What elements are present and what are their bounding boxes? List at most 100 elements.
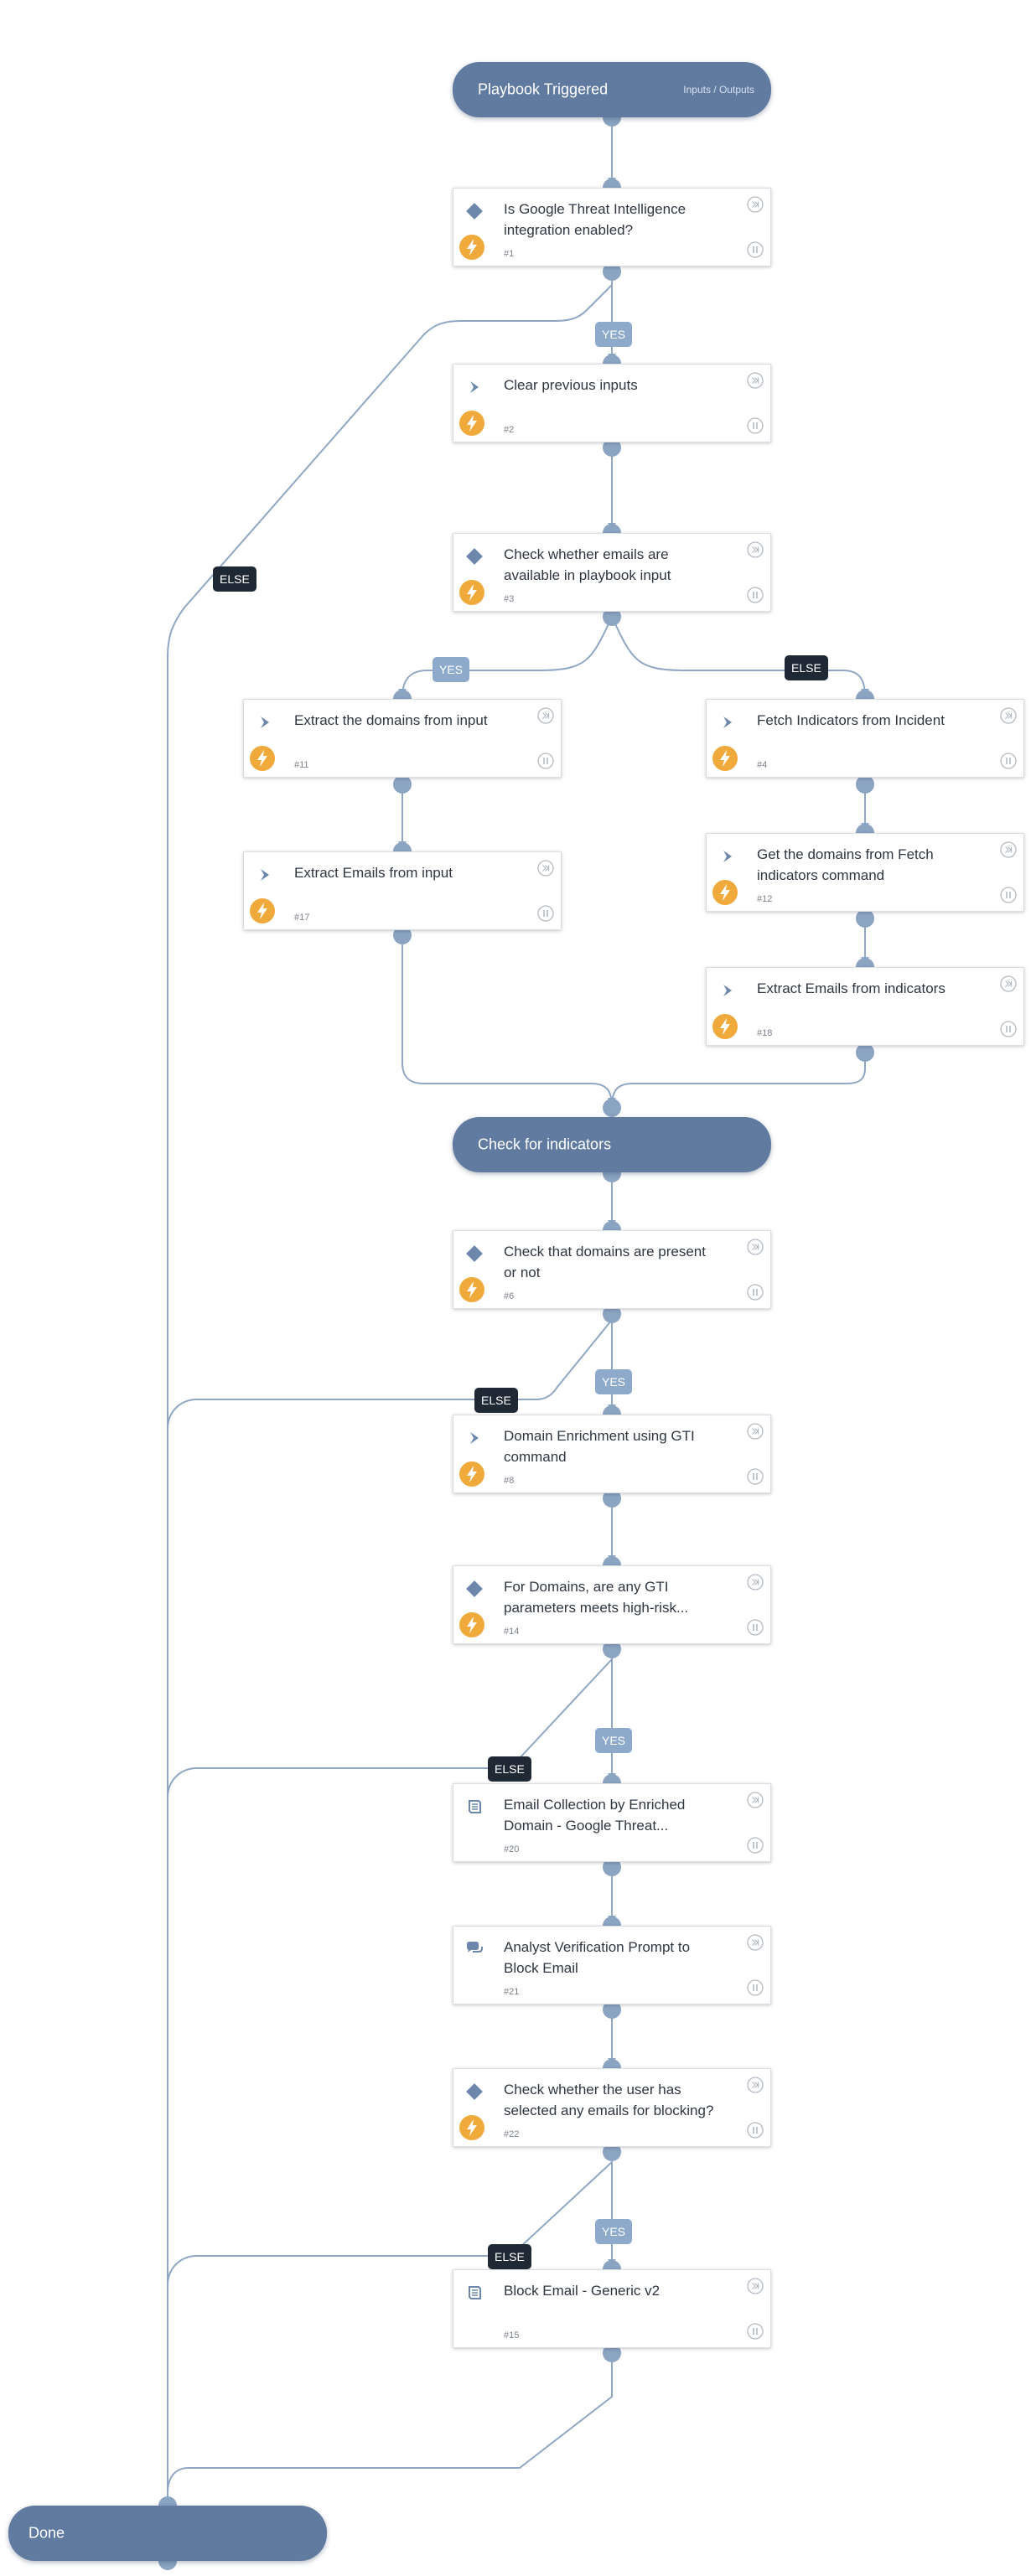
task-name: Extract the domains from input xyxy=(294,712,488,728)
else-label: ELSE xyxy=(488,1756,531,1782)
edge-t18-section xyxy=(611,1053,866,1107)
else-label: ELSE xyxy=(488,2244,531,2269)
yes-label: YES xyxy=(595,322,633,347)
task-name: Clear previous inputs xyxy=(504,377,638,393)
breakpoint-pause-icon[interactable] xyxy=(747,2122,764,2139)
task-name: Extract Emails from input xyxy=(294,865,453,881)
automation-bolt-icon xyxy=(712,1014,738,1039)
automation-bolt-icon xyxy=(459,1461,484,1487)
task-id: #20 xyxy=(504,1844,520,1854)
task-id: #3 xyxy=(504,594,515,604)
task-card-11[interactable]: Extract the domains from input #11 xyxy=(243,699,562,778)
task-id: #14 xyxy=(504,1627,520,1637)
breakpoint-pause-icon[interactable] xyxy=(537,905,554,922)
skip-task-icon[interactable] xyxy=(747,1792,764,1808)
book-icon xyxy=(464,2282,485,2304)
skip-task-icon[interactable] xyxy=(747,2278,764,2294)
task-card-22[interactable]: Check whether the user has selected any … xyxy=(453,2068,771,2147)
breakpoint-pause-icon[interactable] xyxy=(747,1837,764,1854)
task-id: #17 xyxy=(294,913,310,923)
edge-t17-section xyxy=(402,935,613,1107)
skip-task-icon[interactable] xyxy=(747,1423,764,1440)
breakpoint-pause-icon[interactable] xyxy=(747,1619,764,1636)
skip-task-icon[interactable] xyxy=(747,196,764,213)
task-name: Block Email - Generic v2 xyxy=(504,2283,661,2299)
edge-t1-done xyxy=(167,284,613,2506)
automation-bolt-icon xyxy=(459,235,484,260)
skip-task-icon[interactable] xyxy=(537,707,554,724)
task-id: #18 xyxy=(757,1028,773,1038)
task-id: #6 xyxy=(504,1291,515,1301)
connector-dot xyxy=(603,262,621,281)
connector-dot xyxy=(603,1640,621,1658)
skip-task-icon[interactable] xyxy=(1000,841,1017,858)
breakpoint-pause-icon[interactable] xyxy=(747,1284,764,1301)
edge-t6-done xyxy=(167,1319,613,1430)
task-card-1[interactable]: Is Google Threat Intelligence integratio… xyxy=(453,188,771,266)
breakpoint-pause-icon[interactable] xyxy=(747,1468,764,1485)
automation-bolt-icon xyxy=(459,2115,484,2140)
skip-task-icon[interactable] xyxy=(537,860,554,877)
else-label: ELSE xyxy=(474,1388,518,1413)
breakpoint-pause-icon[interactable] xyxy=(747,1979,764,1996)
connector-dot xyxy=(603,2000,621,2019)
connector-dot xyxy=(603,2344,621,2362)
skip-task-icon[interactable] xyxy=(747,541,764,558)
connector-dot xyxy=(603,1858,621,1876)
task-card-6[interactable]: Check that domains are present or not #6 xyxy=(453,1230,771,1309)
task-card-8[interactable]: Domain Enrichment using GTI command #8 xyxy=(453,1415,771,1493)
skip-task-icon[interactable] xyxy=(747,1239,764,1255)
breakpoint-pause-icon[interactable] xyxy=(1000,1021,1017,1037)
skip-task-icon[interactable] xyxy=(747,2077,764,2093)
diamond-icon xyxy=(464,2081,485,2103)
task-card-2[interactable]: Clear previous inputs #2 xyxy=(453,364,771,442)
connector-dot xyxy=(603,438,621,457)
breakpoint-pause-icon[interactable] xyxy=(537,753,554,769)
breakpoint-pause-icon[interactable] xyxy=(747,417,764,434)
task-id: #21 xyxy=(504,1987,520,1997)
task-card-17[interactable]: Extract Emails from input #17 xyxy=(243,851,562,930)
task-name: Domain Enrichment using GTI command xyxy=(504,1428,695,1465)
connector-dot xyxy=(393,926,412,944)
task-card-4[interactable]: Fetch Indicators from Incident #4 xyxy=(706,699,1024,778)
skip-task-icon[interactable] xyxy=(747,372,764,389)
breakpoint-pause-icon[interactable] xyxy=(1000,753,1017,769)
skip-task-icon[interactable] xyxy=(747,1574,764,1591)
section-title: Check for indicators xyxy=(478,1135,612,1153)
connector-dot xyxy=(856,1043,874,1062)
connector-dot xyxy=(856,909,874,928)
start-node[interactable]: Playbook Triggered Inputs / Outputs xyxy=(453,62,771,117)
inputs-outputs-link[interactable]: Inputs / Outputs xyxy=(683,84,754,96)
task-id: #2 xyxy=(504,425,515,435)
end-node[interactable]: Done xyxy=(8,2506,327,2561)
edge-t3-t11 xyxy=(402,616,613,698)
skip-task-icon[interactable] xyxy=(1000,975,1017,992)
section-header[interactable]: Check for indicators xyxy=(453,1117,771,1172)
task-name: Check whether emails are available in pl… xyxy=(504,546,671,583)
connector-dot xyxy=(603,2143,621,2161)
else-label: ELSE xyxy=(785,655,828,680)
task-name: Extract Emails from indicators xyxy=(757,980,946,996)
breakpoint-pause-icon[interactable] xyxy=(1000,887,1017,903)
end-node-title: Done xyxy=(28,2524,65,2542)
task-card-3[interactable]: Check whether emails are available in pl… xyxy=(453,533,771,612)
skip-task-icon[interactable] xyxy=(1000,707,1017,724)
task-card-20[interactable]: Email Collection by Enriched Domain - Go… xyxy=(453,1783,771,1862)
breakpoint-pause-icon[interactable] xyxy=(747,587,764,603)
task-card-18[interactable]: Extract Emails from indicators #18 xyxy=(706,967,1024,1046)
task-name: Get the domains from Fetch indicators co… xyxy=(757,846,934,883)
breakpoint-pause-icon[interactable] xyxy=(747,2323,764,2340)
chevron-icon xyxy=(254,864,276,886)
task-card-14[interactable]: For Domains, are any GTI parameters meet… xyxy=(453,1565,771,1644)
task-name: Email Collection by Enriched Domain - Go… xyxy=(504,1797,686,1834)
task-name: Analyst Verification Prompt to Block Ema… xyxy=(504,1939,691,1976)
task-card-15[interactable]: Block Email - Generic v2 #15 xyxy=(453,2269,771,2348)
task-card-12[interactable]: Get the domains from Fetch indicators co… xyxy=(706,833,1024,912)
yes-label: YES xyxy=(595,1728,633,1753)
chevron-icon xyxy=(254,711,276,733)
yes-label: YES xyxy=(595,2219,633,2244)
skip-task-icon[interactable] xyxy=(747,1934,764,1951)
breakpoint-pause-icon[interactable] xyxy=(747,241,764,258)
task-card-21[interactable]: Analyst Verification Prompt to Block Ema… xyxy=(453,1926,771,2004)
